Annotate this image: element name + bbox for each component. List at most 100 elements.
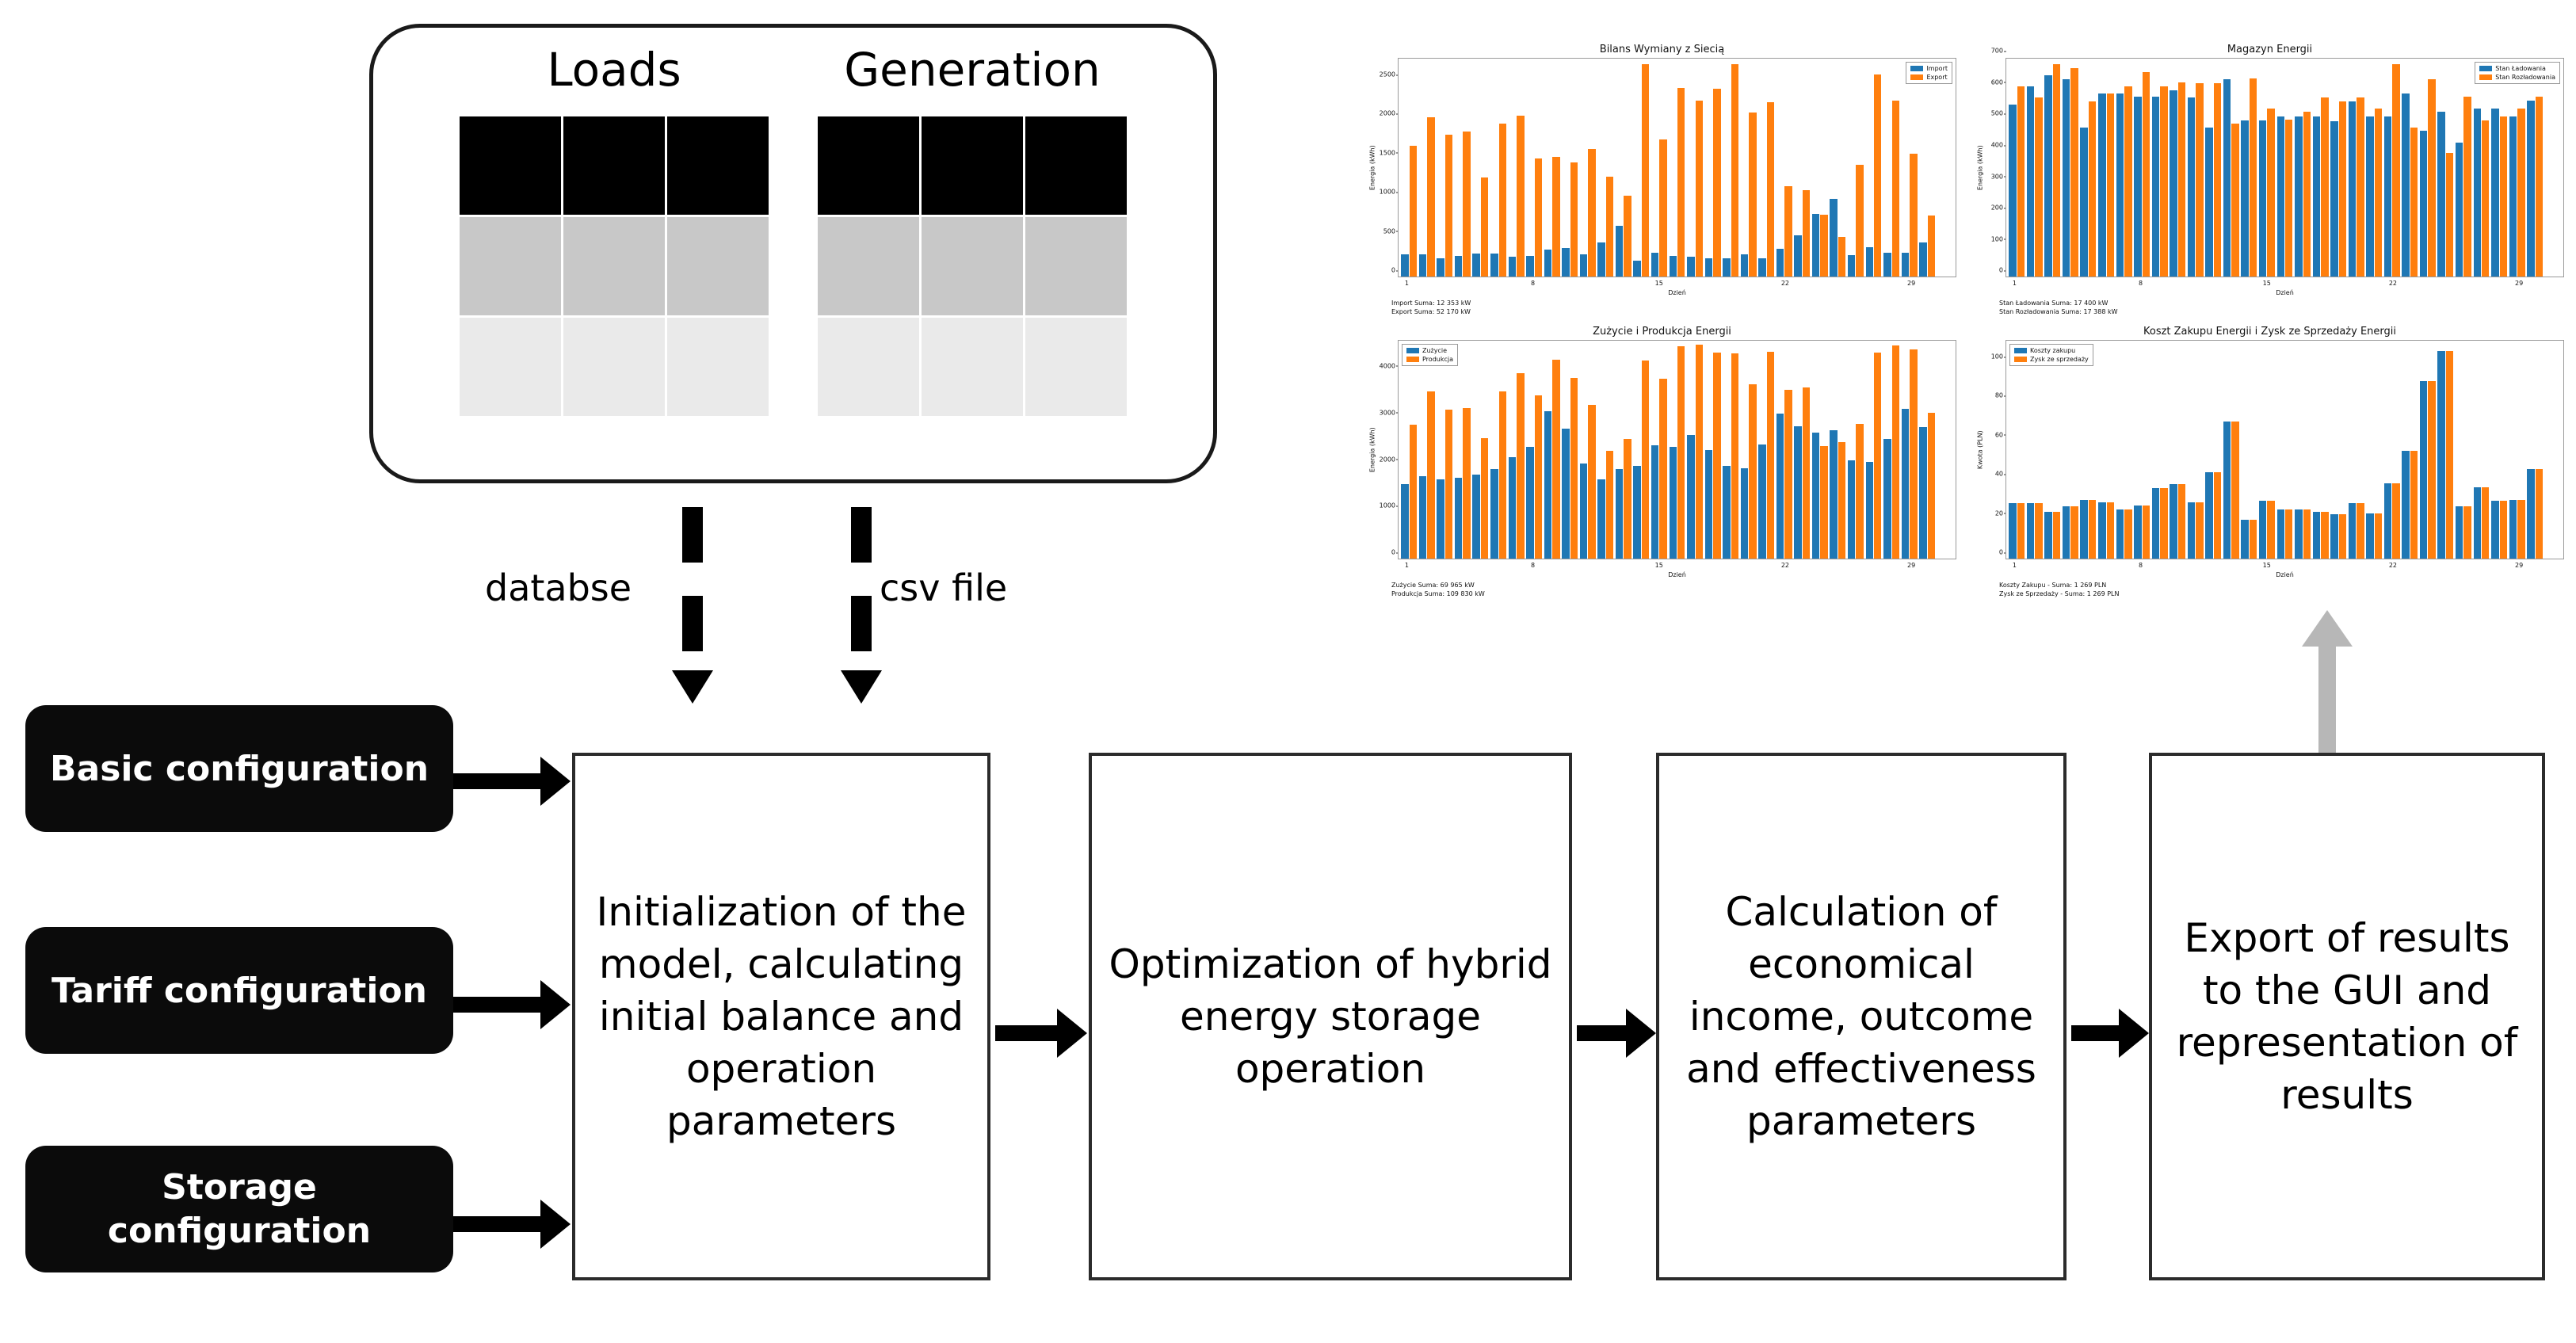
bar-group xyxy=(1597,59,1615,277)
bar-group xyxy=(2026,341,2044,559)
process-box-calculation[interactable]: Calculation of economical income, outcom… xyxy=(1656,753,2067,1280)
bar-group xyxy=(1936,341,1954,559)
bar xyxy=(2374,109,2383,277)
bar xyxy=(1731,353,1739,559)
bar-group xyxy=(2401,341,2419,559)
bar xyxy=(1463,407,1471,559)
bar-group xyxy=(1525,341,1544,559)
bar-group xyxy=(1722,341,1740,559)
y-tick-label: 0 xyxy=(1391,548,1399,556)
process-box-initialization[interactable]: Initialization of the model, calculating… xyxy=(572,753,990,1280)
process-box-optimization[interactable]: Optimization of hybrid energy storage op… xyxy=(1089,753,1572,1280)
legend-swatch xyxy=(1406,348,1419,354)
arrow-storage-to-init xyxy=(453,1200,571,1249)
bar xyxy=(1534,158,1543,277)
process-box-export[interactable]: Export of results to the GUI and represe… xyxy=(2149,753,2545,1280)
bar-group xyxy=(1436,59,1454,277)
x-tick-label: 29 xyxy=(2515,562,2524,570)
legend-entry: Export xyxy=(1910,74,1948,81)
bar-group xyxy=(1561,59,1579,277)
bar-group xyxy=(1632,341,1651,559)
bar-group xyxy=(1507,59,1525,277)
bar xyxy=(1794,235,1802,277)
bar-group xyxy=(2097,59,2116,277)
bar-group xyxy=(2079,341,2097,559)
bar xyxy=(1910,153,1918,277)
legend-entry: Stan Rozładowania xyxy=(2479,74,2555,81)
bar xyxy=(2321,512,2329,559)
bar xyxy=(1847,460,1856,559)
legend-label: Produkcja xyxy=(1422,356,1453,364)
bar-group xyxy=(2490,341,2509,559)
bar xyxy=(2312,116,2321,277)
bar xyxy=(2463,506,2471,559)
bar xyxy=(2009,105,2017,277)
bar xyxy=(2330,513,2338,559)
bar xyxy=(1873,352,1882,559)
bar xyxy=(2160,86,2168,277)
x-tick-label: 15 xyxy=(1654,562,1663,570)
bar-group xyxy=(2330,341,2348,559)
bar xyxy=(1615,225,1624,277)
tariff-configuration-box[interactable]: Tariff configuration xyxy=(25,927,453,1054)
bar xyxy=(2160,487,2168,559)
y-tick-label: 1000 xyxy=(1379,502,1399,509)
bar xyxy=(2445,153,2454,277)
chart-title: Magazyn Energii xyxy=(2227,44,2313,55)
bar xyxy=(1651,252,1659,277)
bar xyxy=(1490,468,1498,559)
bar-group xyxy=(2490,59,2509,277)
y-tick-label: 400 xyxy=(1990,141,2007,149)
bar xyxy=(1544,250,1552,277)
legend-swatch xyxy=(2479,74,2493,81)
bar-group xyxy=(2062,59,2080,277)
bar xyxy=(2196,82,2204,277)
basic-configuration-box[interactable]: Basic configuration xyxy=(25,705,453,832)
bar xyxy=(1544,411,1552,559)
bar xyxy=(2044,512,2052,559)
bar xyxy=(1758,258,1766,277)
bar xyxy=(2062,506,2070,559)
bar xyxy=(2491,109,2499,277)
bar-group xyxy=(2258,59,2276,277)
bar xyxy=(2009,503,2017,559)
bar xyxy=(1454,256,1463,277)
bar xyxy=(2249,78,2257,277)
bar xyxy=(2170,90,2177,277)
bar-group xyxy=(1400,341,1418,559)
y-tick-label: 100 xyxy=(1990,235,2007,243)
grid-cell xyxy=(922,317,1023,416)
bar-group xyxy=(1454,341,1472,559)
y-tick-label: 4000 xyxy=(1379,362,1399,370)
grid-cell xyxy=(563,216,665,315)
bar xyxy=(1490,253,1498,277)
y-tick-label: 60 xyxy=(1994,431,2007,439)
storage-configuration-box[interactable]: Storage configuration xyxy=(25,1146,453,1272)
bar xyxy=(2383,116,2392,277)
bar xyxy=(1784,186,1792,277)
bar xyxy=(1562,248,1570,277)
csv-file-label: csv file xyxy=(880,567,1008,609)
y-tick-label: 20 xyxy=(1994,509,2007,517)
legend-entry: Import xyxy=(1910,65,1948,72)
bar xyxy=(1508,456,1517,559)
bar xyxy=(2223,422,2231,559)
bar xyxy=(1820,214,1828,277)
bar xyxy=(1749,112,1757,277)
bar xyxy=(2241,520,2249,559)
grid-cell xyxy=(922,216,1023,315)
bar xyxy=(2241,120,2249,277)
bar-group xyxy=(1918,59,1937,277)
y-tick-label: 100 xyxy=(1990,353,2007,361)
legend-swatch xyxy=(1406,357,1419,363)
bar xyxy=(2124,509,2132,559)
